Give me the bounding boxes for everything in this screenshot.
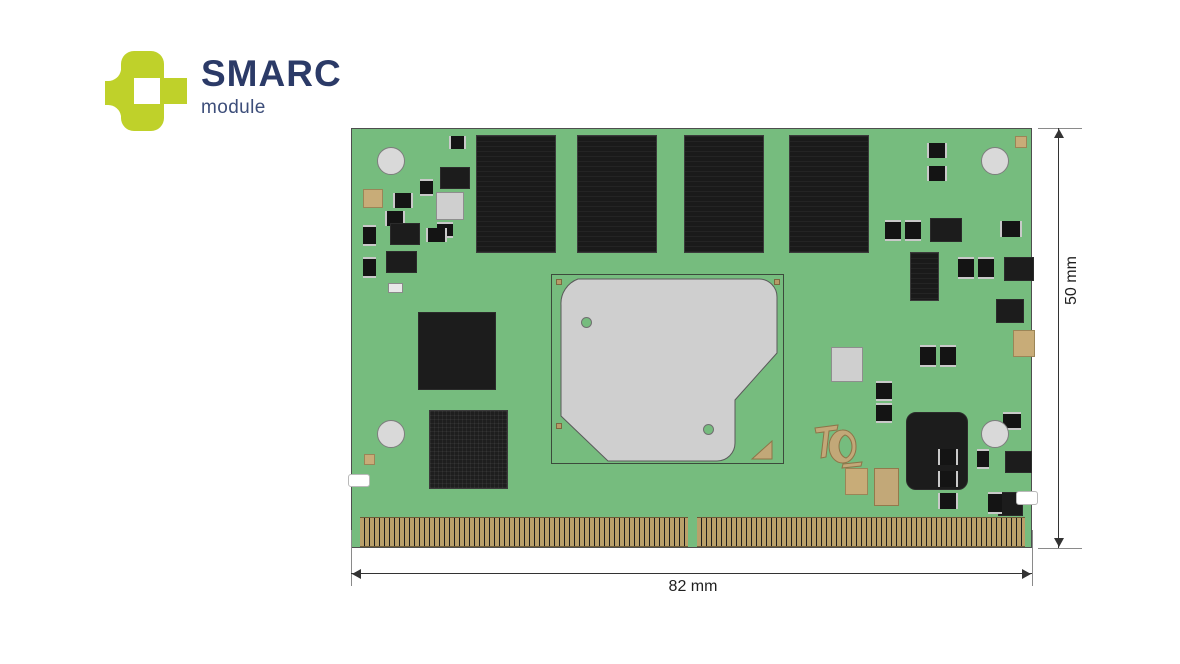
memory-chip [789,135,869,253]
tq-silkscreen-logo [812,421,864,471]
dim-arrow-right-icon [1022,569,1031,579]
chip-capacitor [1003,412,1021,430]
chip-capacitor [420,179,433,196]
dim-arrow-down-icon [1054,538,1064,547]
mounting-hole [377,147,405,175]
chip-capacitor [978,257,994,279]
test-point [388,283,403,293]
smarc-subtitle: module [201,97,266,118]
chip-capacitor [920,345,936,367]
mounting-hole [981,147,1009,175]
mounting-hole [981,420,1009,448]
chip-resistor [426,228,447,242]
tantalum-capacitor [874,468,899,506]
pcb-board [348,128,1038,548]
chip-resistor [449,136,466,149]
smarc-title: SMARC [201,53,342,94]
board-edge-connector [352,517,1033,547]
small-ic [386,251,417,273]
chip-capacitor [905,220,921,241]
soc-screw-pad [556,423,562,429]
gold-pad [364,454,375,465]
chip-resistor [385,211,405,226]
chip-capacitor [940,345,956,367]
chip-resistor [1000,221,1022,237]
edge-notch-left [348,474,370,487]
chip-capacitor [958,257,974,279]
chip-capacitor [876,403,892,423]
gold-pad [845,468,868,495]
memory-chip [684,135,764,253]
chip-capacitor [363,257,376,278]
smarc-cross-mark-icon [94,50,187,132]
chip-resistor [927,143,947,158]
chip-resistor [938,493,958,509]
chip-resistor [938,471,958,487]
small-ic [996,299,1024,323]
small-ic [1004,257,1034,281]
chip-capacitor [977,449,989,469]
soc-screw-pad [774,279,780,285]
dim-height-label: 50 mm [1063,256,1080,305]
dim-line-horizontal [351,573,1032,574]
soc-orientation-triangle-icon [750,439,773,460]
chip-capacitor [363,225,376,246]
soc-via-hole [581,317,592,328]
small-ic [1005,451,1032,473]
chip-resistor [927,166,947,181]
soc-heatspreader [560,278,778,462]
chip-resistor [393,193,413,208]
soc-shield-outline [551,274,784,464]
soc-via-hole [703,424,714,435]
bga-ic [429,410,508,489]
memory-chip [577,135,657,253]
dim-arrow-left-icon [352,569,361,579]
dim-ext-left [351,530,352,586]
power-ic [910,252,939,301]
dim-arrow-up-icon [1054,129,1064,138]
small-ic [390,223,420,245]
mounting-hole [377,420,405,448]
gold-pad [1015,136,1027,148]
dim-width-label: 82 mm [668,578,718,595]
small-ic [930,218,962,242]
gold-pad [1013,330,1035,357]
soc-screw-pad [556,279,562,285]
dim-line-vertical [1058,128,1059,548]
memory-chip [476,135,556,253]
smarc-wordmark: SMARC module [201,54,342,120]
chip-capacitor [988,492,1002,514]
shielded-component [436,192,464,220]
dim-ext-right [1032,530,1033,586]
chip-resistor [938,449,958,465]
small-ic [440,167,470,189]
gold-fingers-right [697,517,1025,547]
gold-fingers-left [360,517,688,547]
dim-ext-top [1038,128,1082,129]
smarc-logo: SMARC module [94,48,375,140]
shielded-component [831,347,863,382]
chip-capacitor [876,381,892,401]
edge-notch-right [1016,491,1038,505]
gold-pad [363,189,383,208]
dim-ext-bottom [1038,548,1082,549]
chip-capacitor [885,220,901,241]
qfn-ic [906,412,968,490]
flash-ic [418,312,496,390]
